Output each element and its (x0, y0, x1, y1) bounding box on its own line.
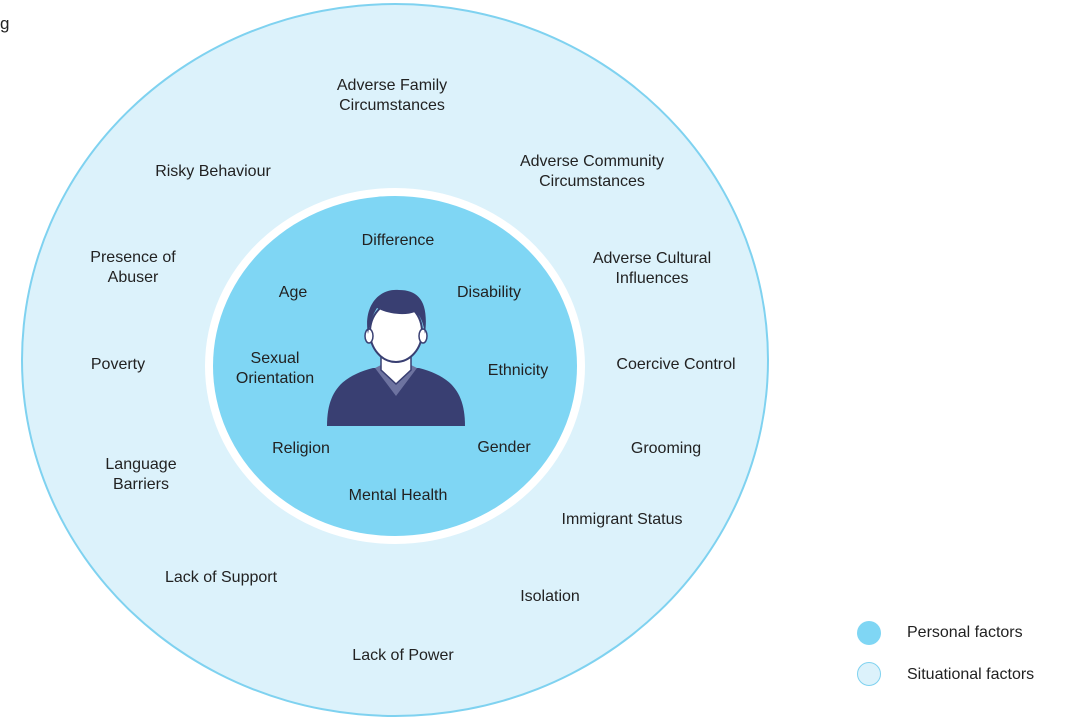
legend-personal-label: Personal factors (907, 624, 1023, 641)
legend-situational-swatch (857, 662, 881, 686)
legend-situational-label: Situational factors (907, 666, 1035, 683)
factor-risky-behaviour: Risky Behaviour (155, 163, 271, 180)
factor-gender: Gender (477, 439, 531, 456)
factor-presence-of-abuser: Presence of Abuser (90, 249, 176, 286)
factor-mental-health: Mental Health (348, 487, 448, 504)
factor-language-barriers: Language Barriers (105, 456, 177, 493)
factor-age: Age (278, 284, 308, 301)
factor-difference: Difference (361, 232, 435, 249)
factor-lack-of-power: Lack of Power (352, 647, 454, 664)
factor-sexual-orientation: Sexual Orientation (235, 350, 315, 387)
corner-text: g (0, 14, 10, 33)
factor-isolation: Isolation (520, 588, 580, 605)
factor-adverse-community-circumstances: Adverse Community Circumstances (519, 153, 665, 190)
factor-religion: Religion (272, 440, 330, 457)
factor-adverse-cultural-influences: Adverse Cultural Influences (592, 250, 712, 287)
factor-poverty: Poverty (90, 356, 146, 373)
legend-personal-swatch (857, 621, 881, 645)
factor-adverse-family-circumstances: Adverse Family Circumstances (336, 77, 448, 114)
person-icon (327, 289, 465, 426)
factor-disability: Disability (456, 284, 522, 301)
factor-lack-of-support: Lack of Support (164, 569, 278, 586)
factor-grooming: Grooming (630, 440, 702, 457)
factor-immigrant-status: Immigrant Status (561, 511, 683, 528)
factor-coercive-control: Coercive Control (616, 356, 736, 373)
factor-ethnicity: Ethnicity (487, 362, 549, 379)
